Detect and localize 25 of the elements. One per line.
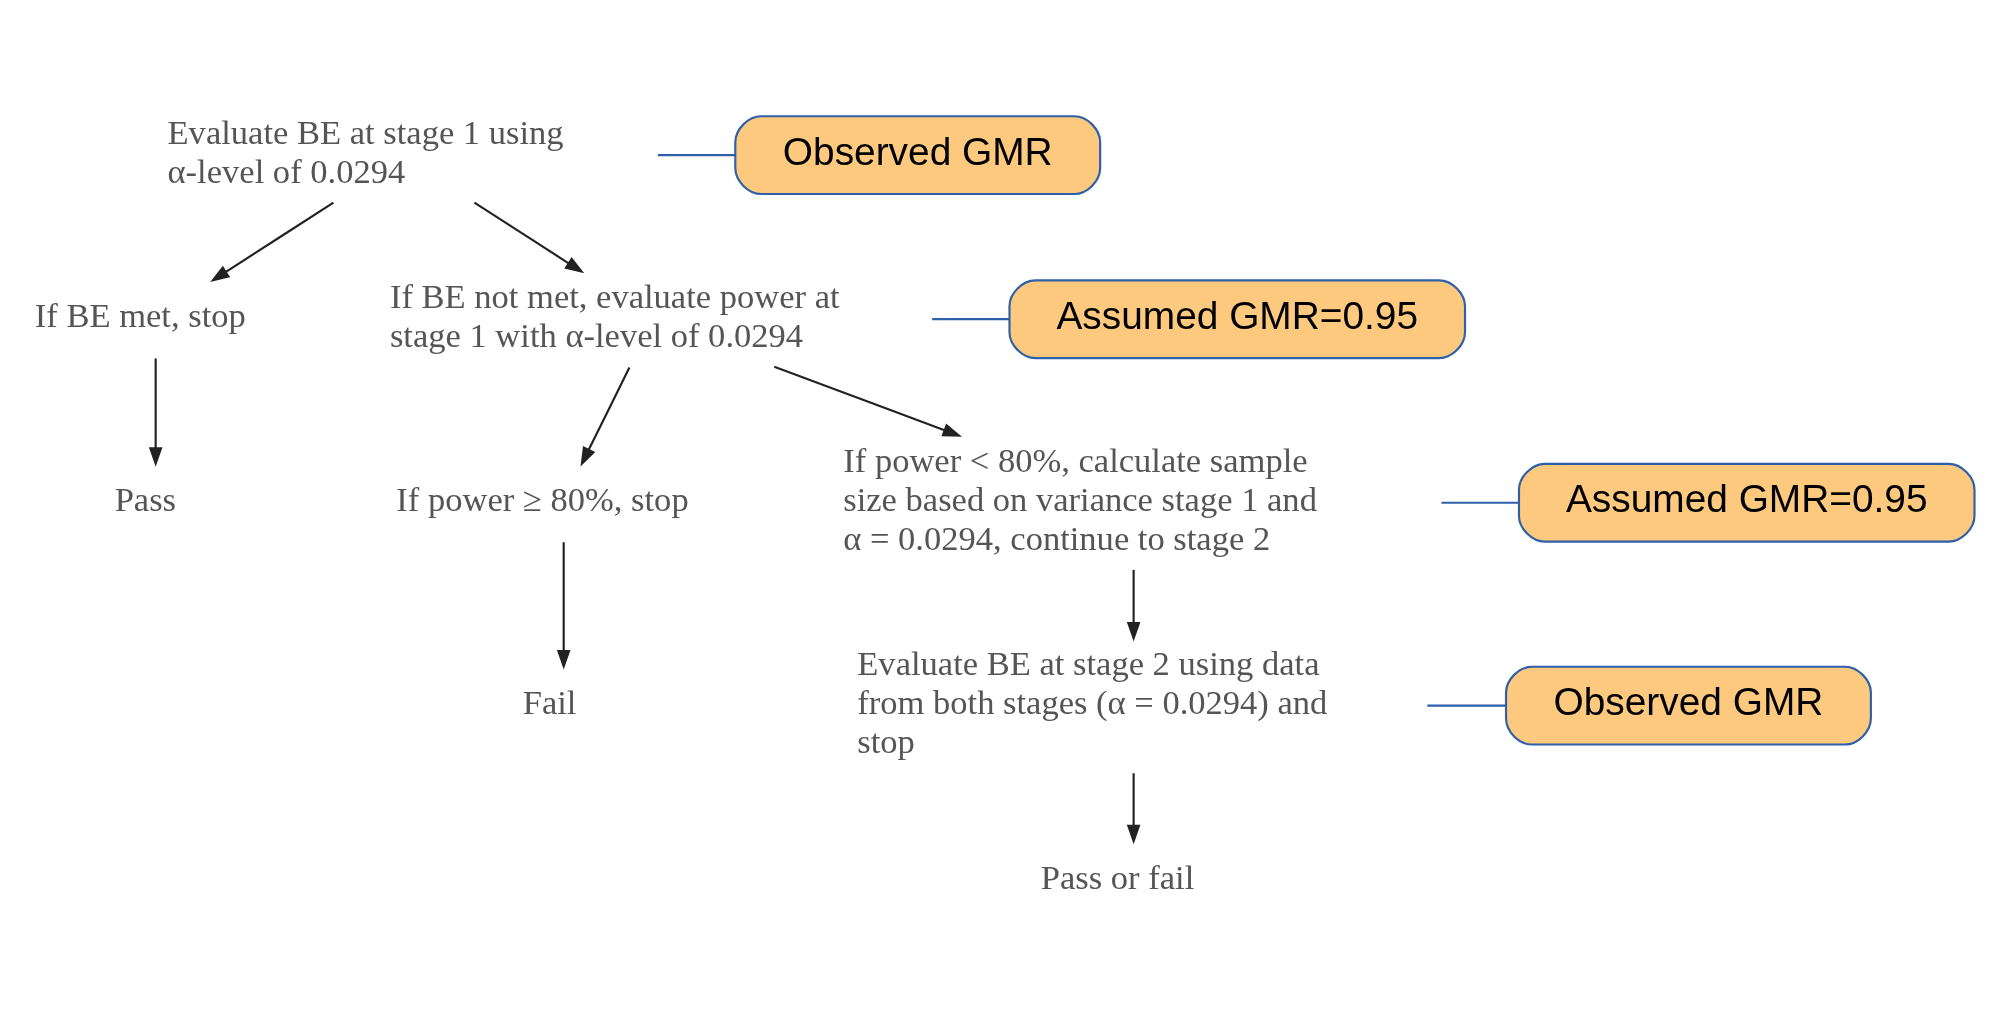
arrow (473, 201, 585, 274)
connector (1427, 704, 1506, 707)
node-text: If power ≥ 80%, stop (396, 479, 689, 518)
arrow (580, 367, 631, 467)
arrow (148, 358, 163, 467)
node-text: Evaluate BE at stage 1 using α-level of 0.0294 (167, 112, 564, 190)
node-box: Assumed GMR=0.95 (1517, 462, 1976, 543)
connector (1441, 501, 1519, 504)
node-text: Fail (522, 682, 577, 721)
arrow (773, 365, 962, 437)
node-text: Pass or fail (1040, 857, 1195, 896)
node-text: If BE met, stop (34, 296, 246, 335)
connector (657, 154, 735, 157)
node-text: Evaluate BE at stage 2 using data from both stages (α = 0.0294) and stop (857, 643, 1328, 760)
node-box: Observed GMR (1504, 665, 1872, 746)
node-box: Assumed GMR=0.95 (1008, 279, 1467, 360)
connector (932, 318, 1009, 321)
node-text: Pass (114, 479, 177, 518)
node-text: If BE not met, evaluate power at stage 1 with α-level of 0.0294 (389, 276, 840, 354)
arrow (1126, 773, 1141, 845)
arrow (210, 201, 335, 282)
arrow (556, 542, 571, 670)
node-box: Observed GMR (734, 115, 1102, 196)
arrow (1126, 569, 1141, 642)
node-text: If power < 80%, calculate sample size based on variance stage 1 and α = 0.0294, continue to stage 2 (843, 441, 1317, 557)
